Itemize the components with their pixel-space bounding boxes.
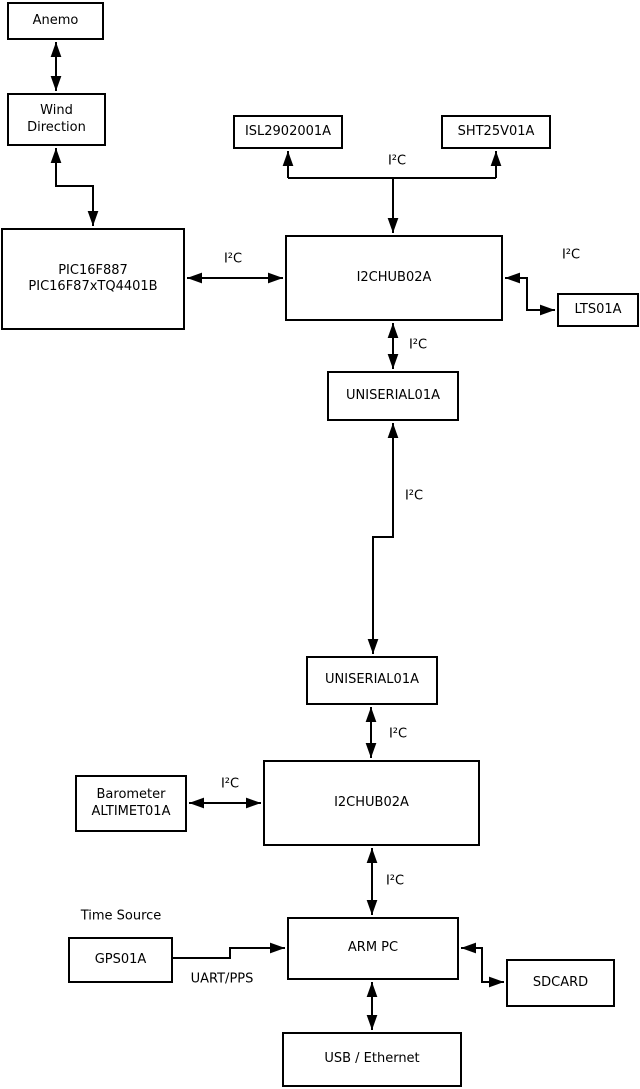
box-arm-pc: ARM PC [287,917,459,980]
box-uniserial-top: UNISERIAL01A [327,371,459,421]
i2c-label-hub1-uniserial1: I²C [408,337,428,353]
i2c-label-hub1-lts: I²C [561,247,581,263]
connector-uniserial1-uniserial2 [367,423,399,654]
box-usb-ethernet: USB / Ethernet [282,1032,462,1087]
box-isl2902001a: ISL2902001A [233,115,343,149]
box-lts01a: LTS01A [557,293,639,327]
box-sht25v01a: SHT25V01A [441,115,551,149]
connector-armpc-sdcard [461,942,504,988]
i2c-label-uniserial-link: I²C [404,488,424,504]
box-wind-direction: Wind Direction [7,93,106,146]
box-i2chub-bottom: I2CHUB02A [263,760,480,846]
i2c-label-hub2-armpc: I²C [385,873,405,889]
box-i2chub-top: I2CHUB02A [285,235,503,321]
box-anemo: Anemo [7,2,104,40]
time-source-label: Time Source [80,908,162,924]
box-pic-microcontroller: PIC16F887 PIC16F87xTQ4401B [1,228,185,330]
i2c-label-barometer-hub2: I²C [220,776,240,792]
i2c-label-pic-hub1: I²C [223,251,243,267]
connector-gps-armpc [173,942,285,959]
connector-hub1-lts [505,272,555,316]
uart-pps-label: UART/PPS [190,971,254,987]
box-uniserial-bottom: UNISERIAL01A [306,656,438,705]
connector-wind-pic [50,148,99,226]
i2c-label-uniserial2-hub2: I²C [388,726,408,742]
i2c-label-sensor-branch: I²C [387,153,407,169]
box-gps01a: GPS01A [68,937,173,983]
box-sdcard: SDCARD [506,959,615,1007]
box-barometer-altimet01a: Barometer ALTIMET01A [75,775,187,832]
